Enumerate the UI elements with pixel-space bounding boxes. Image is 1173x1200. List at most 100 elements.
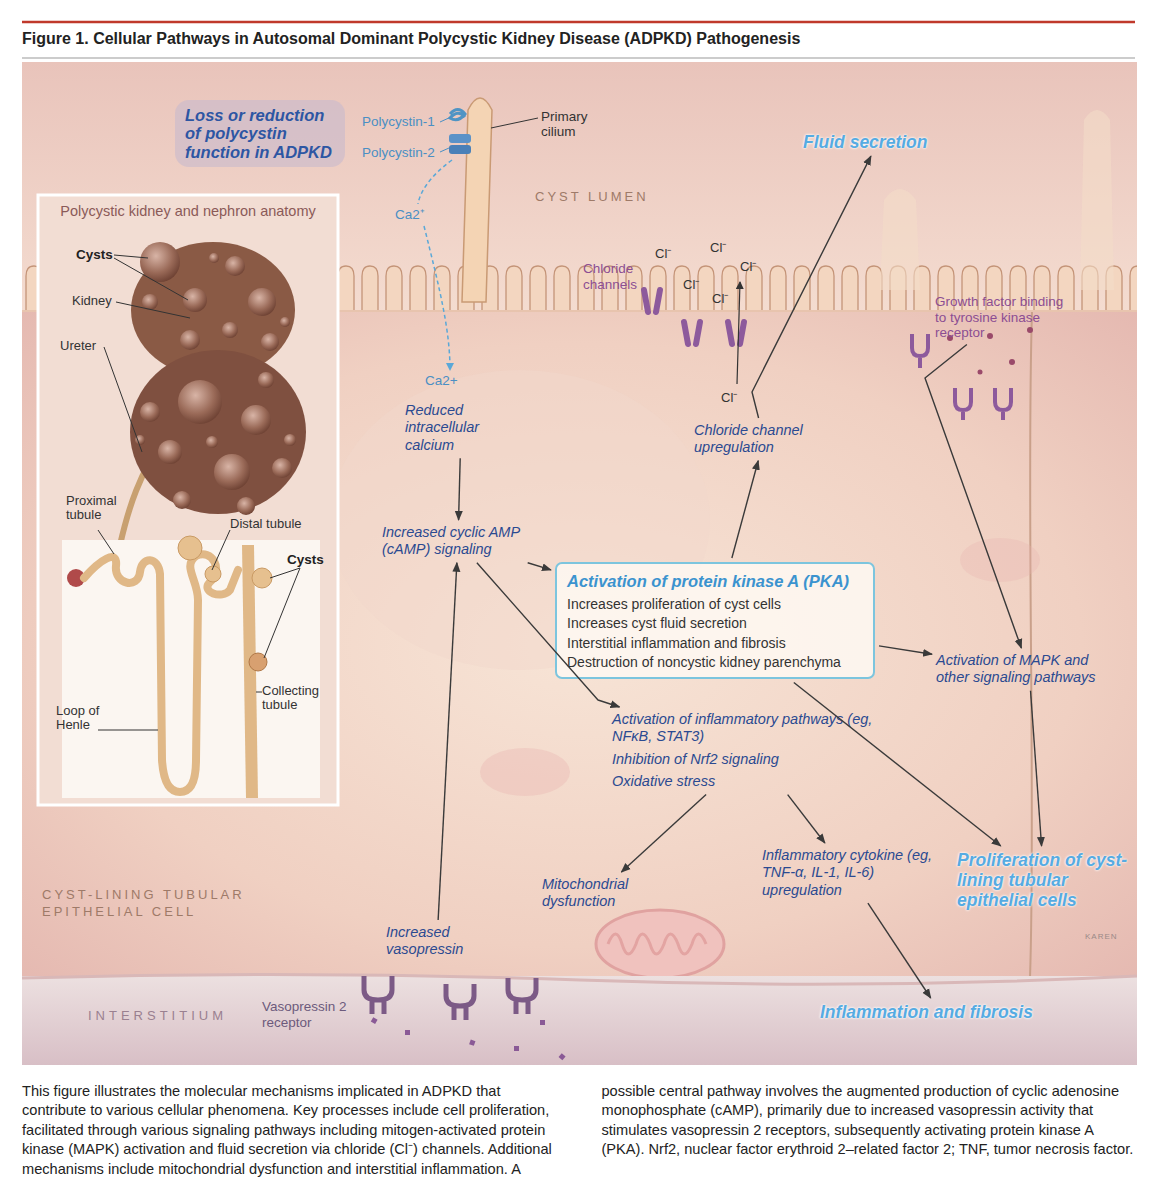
flow-arrow [621,795,706,872]
kidney-inset [180,330,200,350]
mitochondria [960,538,1040,582]
node-text: Activation of MAPK and other signaling p… [936,652,1122,687]
part-label: Ureter [60,339,96,353]
protein-label: Polycystin-2 [362,145,435,160]
node-text: Oxidative stress [612,773,896,790]
interstitium [371,1017,378,1024]
kidney-inset [98,730,158,731]
kidney-inset [116,302,190,318]
node-text: Growth factor binding to tyrosine kinase… [935,294,1067,341]
region-label: CYST-LINING TUBULAR EPITHELIAL CELL [42,887,287,921]
primary-cilium [418,98,538,370]
cell-background [22,62,1137,980]
kidney-inset [249,653,267,671]
tyrosine-kinase-receptors [978,370,983,375]
interstitium [559,1053,566,1060]
kidney-inset [214,454,250,490]
interstitium [469,1039,475,1045]
tyrosine-kinase-receptors [1027,327,1033,333]
node-text: Loss or reduction of polycystin function… [185,106,335,161]
outcome-text: Inflammation and fibrosis [820,1002,1060,1022]
interstitium [22,976,1137,1065]
flow-arrow [1031,691,1042,846]
ion-label: Ca2+ [425,373,458,388]
kidney-inset [38,195,338,805]
kidney-inset [114,258,188,300]
chloride-channels [737,282,740,384]
process-text: Activation of inflammatory pathways (eg,… [612,711,896,791]
header-rules [22,21,1135,24]
cell-background [22,310,1137,980]
mitochondria [480,748,570,796]
kidney-inset [158,440,182,464]
outcome-text: Proliferation of cyst-lining tubular epi… [957,850,1131,910]
tyrosine-kinase-receptors [1009,359,1015,365]
protein-label: Polycystin-1 [362,114,435,129]
kidney-inset [183,288,207,312]
figure-title: Figure 1. Cellular Pathways in Autosomal… [22,30,800,48]
interstitium [514,1046,519,1051]
kidney-inset [38,195,338,805]
kidney-inset [248,545,252,798]
kidney-inset [264,568,300,658]
process-text: Activation of MAPK and other signaling p… [936,652,1122,687]
interstitium [540,1020,545,1025]
process-text: Mitochondrial dysfunction [542,876,654,911]
kidney-inset [173,491,191,509]
state-pill: Loss or reduction of polycystin function… [175,100,345,167]
tyrosine-kinase-receptors [912,334,928,368]
region-label: CYST LUMEN [535,189,649,206]
outcome-text: Fluid secretion [803,132,953,152]
primary-cilium [449,134,471,143]
ion-label: Ca2⁺ [395,205,425,223]
kidney-inset [256,692,262,693]
primary-cilium [449,145,471,154]
region-label: INTERSTITIUM [88,1008,227,1023]
kidney-inset [272,458,292,478]
kidney-inset [114,255,148,258]
kidney-inset [225,256,245,276]
part-label: Collecting tubule [262,684,332,713]
part-label: Loop of Henle [56,704,116,733]
node-text: Increased vasopressin [386,924,488,959]
flow-arrow [788,795,825,843]
cell-background [880,189,920,290]
primary-cilium [450,110,465,120]
interstitium [22,974,1137,984]
node-text: Fluid secretion [803,132,953,152]
kidney-inset [270,568,300,578]
node-text: Inhibition of Nrf2 signaling [612,751,896,768]
flow-arrow [528,563,551,570]
primary-cilium [462,98,492,302]
flow-arrow [868,903,931,998]
kidney-inset [212,530,230,570]
ion-label: Cl⁻ [683,275,699,293]
kidney-inset [98,530,114,554]
box-item: Increases cyst fluid secretion [567,614,863,633]
kidney-inset [241,405,271,435]
node-text: Chloride channel upregulation [694,422,834,457]
flow-arrow [752,156,871,418]
kidney-inset [130,350,306,514]
interstitium [446,984,474,1020]
part-label: Chloride channels [583,261,655,292]
part-label: Proximal tubule [66,494,136,523]
kidney-inset [98,255,300,730]
mitochondria [480,538,1040,978]
figure-caption: This figure illustrates the molecular me… [22,1082,1137,1179]
cell-background [1080,110,1114,290]
box-heading: Activation of protein kinase A (PKA) [567,570,863,592]
part-label: Vasopressin 2 receptor [262,999,362,1030]
kidney-inset [178,536,202,560]
part-label: Cysts [287,552,324,567]
box-item: Increases proliferation of cyst cells [567,595,863,614]
interstitium [508,978,536,1014]
primary-cilium [440,148,449,152]
chloride-channels [728,322,744,344]
process-text: Growth factor binding to tyrosine kinase… [935,294,1067,341]
part-label: Kidney [72,294,112,308]
kidney-inset [206,436,218,448]
process-text: Reduced intracellular calcium [405,402,517,454]
kidney-inset [252,568,272,588]
